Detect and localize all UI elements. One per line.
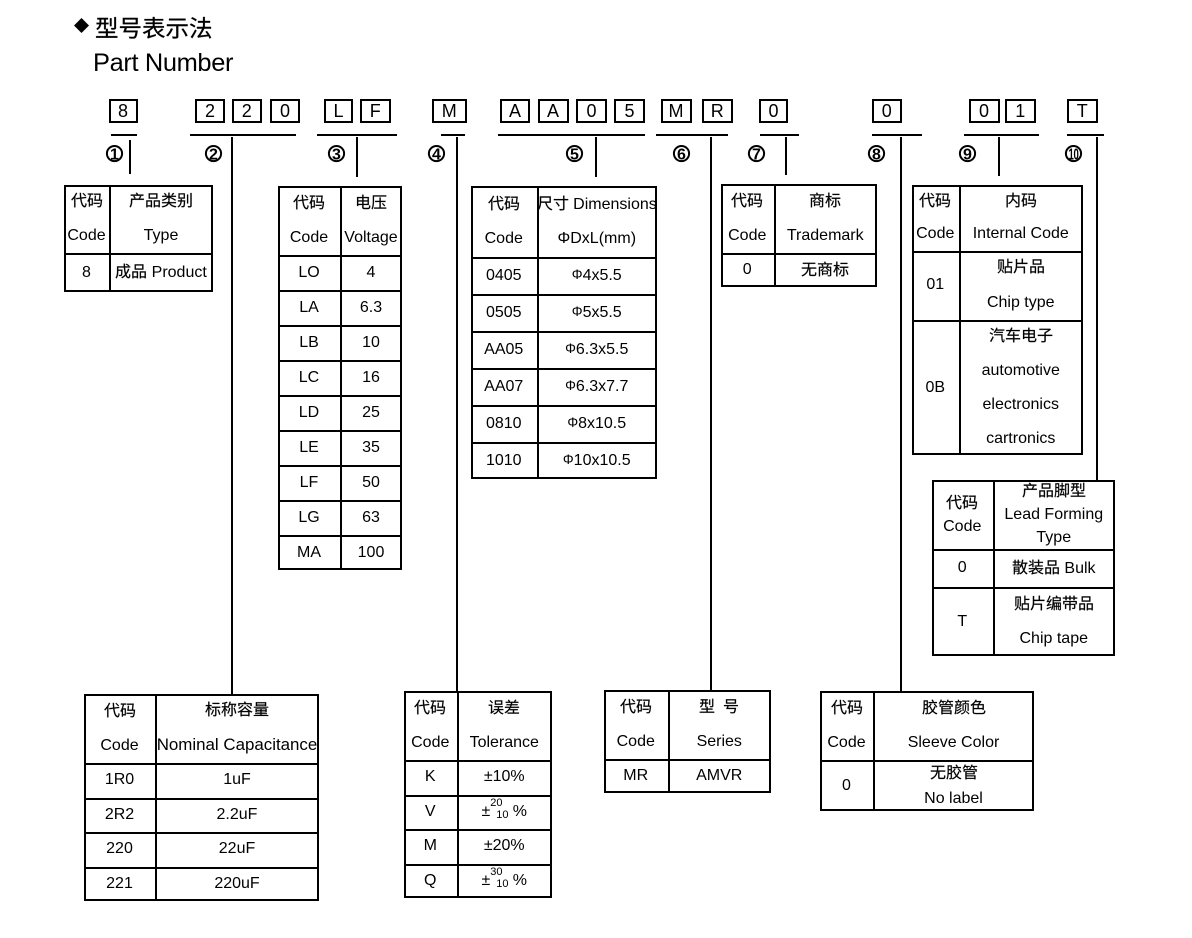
svg-text:2: 2 (209, 146, 218, 163)
svg-text:3: 3 (332, 146, 341, 163)
svg-text:5: 5 (570, 146, 579, 163)
svg-text:1: 1 (110, 146, 119, 163)
svg-text:9: 9 (963, 146, 972, 163)
svg-text:10: 10 (1068, 144, 1078, 162)
svg-text:7: 7 (752, 146, 761, 163)
svg-text:8: 8 (872, 146, 881, 163)
svg-text:6: 6 (677, 146, 686, 163)
svg-text:4: 4 (432, 146, 441, 163)
